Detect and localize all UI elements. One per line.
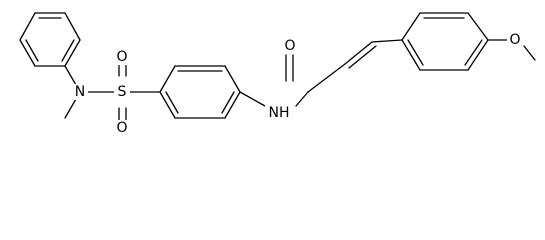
bond (221, 91, 235, 114)
bond (401, 39, 421, 71)
atom-s: S (114, 84, 130, 100)
anisole-ring-right (401, 12, 489, 71)
bond (407, 39, 424, 66)
bond (239, 91, 266, 107)
bond (467, 12, 489, 41)
atom-label: O (509, 32, 520, 48)
atom-n-sulfonamide: N (72, 84, 88, 100)
bond (371, 39, 403, 43)
bond (64, 39, 81, 67)
bond (523, 45, 536, 61)
bond (64, 12, 81, 41)
bond (348, 45, 377, 69)
bond (401, 12, 421, 41)
bond (61, 39, 75, 62)
bond (464, 39, 483, 66)
phenyl-ring-left (19, 12, 81, 67)
bond (19, 39, 36, 67)
bond (307, 63, 346, 93)
phenylene-ring-center (159, 65, 241, 119)
atom-o-sulfonyl-bottom: O (114, 120, 130, 136)
bond (159, 65, 176, 93)
atom-label: O (284, 38, 295, 54)
atom-nh-amide: NH (265, 104, 293, 121)
structure-svg: N S O O NH O O (19, 12, 536, 136)
bond (19, 12, 36, 41)
bond (224, 91, 241, 119)
molecule-diagram: N S O O NH O O (19, 12, 536, 136)
bond (159, 91, 176, 119)
bond (224, 65, 241, 93)
bond (467, 39, 489, 71)
atom-o-carbonyl: O (282, 38, 298, 54)
bond (25, 39, 39, 62)
atom-label: N (75, 84, 85, 100)
bond (295, 91, 309, 107)
atom-o-methoxy: O (507, 32, 523, 48)
atom-label: O (116, 120, 127, 136)
atom-o-sulfonyl-top: O (114, 49, 130, 65)
atom-label: NH (269, 105, 290, 121)
bond (344, 41, 373, 65)
bond (165, 91, 179, 114)
atom-label: S (118, 84, 127, 100)
atom-label: O (116, 49, 127, 65)
